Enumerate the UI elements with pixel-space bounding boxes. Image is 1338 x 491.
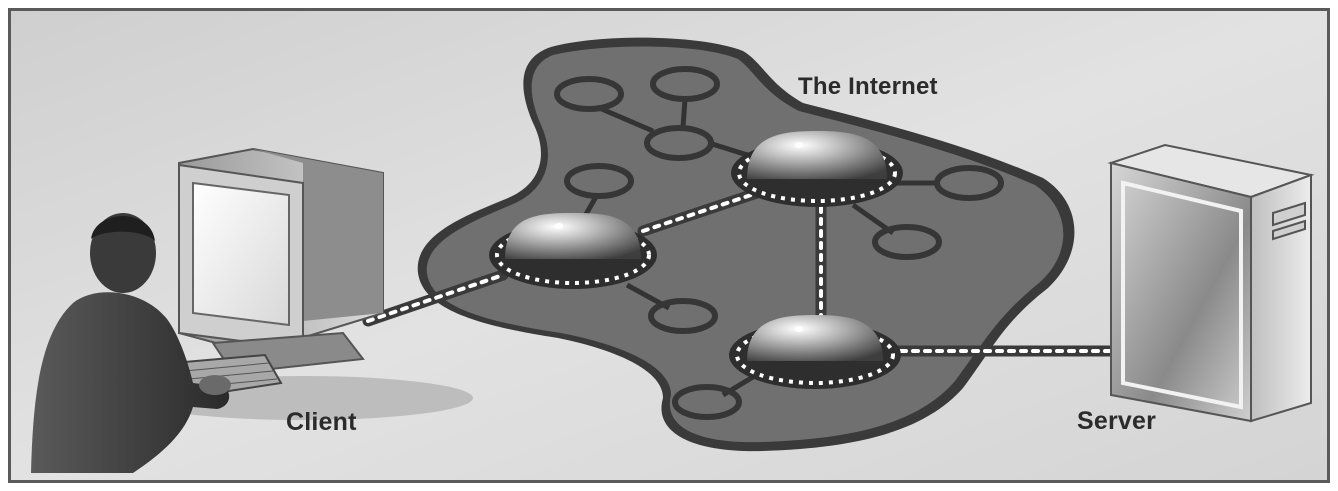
client-computer bbox=[133, 147, 473, 420]
router-bottom bbox=[729, 315, 901, 389]
client-person bbox=[31, 213, 231, 473]
ring-node bbox=[564, 163, 634, 199]
dotted-links bbox=[362, 185, 1115, 357]
internet-cloud bbox=[426, 46, 1064, 443]
ring-node bbox=[648, 298, 718, 334]
router-top bbox=[731, 131, 903, 207]
router-left bbox=[489, 213, 657, 289]
ring-nodes bbox=[554, 66, 1004, 420]
ring-node bbox=[644, 125, 714, 161]
ring-node bbox=[934, 165, 1004, 201]
internet-label: The Internet bbox=[798, 73, 938, 100]
server-label: Server bbox=[1077, 407, 1157, 435]
ring-node bbox=[872, 224, 942, 260]
client-label: Client bbox=[286, 408, 357, 436]
ring-node bbox=[554, 76, 624, 112]
diagram-canvas bbox=[11, 11, 1327, 480]
server-tower bbox=[1107, 143, 1315, 423]
ring-node bbox=[650, 66, 720, 102]
ring-node bbox=[672, 384, 742, 420]
internet-diagram-frame: The Internet Client Server bbox=[8, 8, 1330, 483]
